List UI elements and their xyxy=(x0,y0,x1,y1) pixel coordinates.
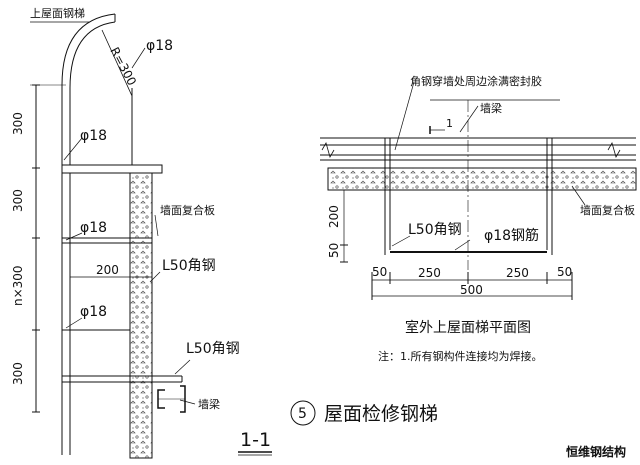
dim-plan-50-right: 50 xyxy=(557,265,572,279)
main-title: 屋面检修钢梯 xyxy=(324,403,438,425)
label-rod-low: φ18 xyxy=(80,304,107,320)
section-view xyxy=(30,13,196,459)
label-radius: R=300 xyxy=(107,45,139,88)
dim-plan-250-left: 250 xyxy=(418,266,441,280)
ladder-inner-rail xyxy=(69,21,116,455)
dim-plan-250-right: 250 xyxy=(506,266,529,280)
dim-step-n: n×300 xyxy=(11,265,25,306)
label-angle-plan: L50角钢 xyxy=(408,222,462,238)
label-rod-mid: φ18 xyxy=(80,220,107,236)
label-top-ladder: 上屋面钢梯 xyxy=(30,7,85,20)
label-angle-low: L50角钢 xyxy=(186,341,240,357)
label-angle-mid: L50角钢 xyxy=(162,258,216,274)
dim-step1: 300 xyxy=(11,112,25,135)
dim-plan-50-vertical: 50 xyxy=(327,243,341,258)
label-wall-beam-plan: 墙梁 xyxy=(480,101,502,115)
roof-slab xyxy=(61,164,163,174)
dim-plan-50-left: 50 xyxy=(372,265,387,279)
plan-note: 注：1.所有钢构件连接均为焊接。 xyxy=(378,349,543,363)
label-wall-beam-left: 墙梁 xyxy=(198,397,220,411)
label-rod-top: φ18 xyxy=(146,38,173,54)
label-rebar-plan: φ18钢筋 xyxy=(484,227,539,244)
dim-plan-200: 200 xyxy=(327,205,341,228)
label-cut-mark: 1 xyxy=(446,117,453,130)
dim-step-bottom: 300 xyxy=(11,362,25,385)
label-sealant-note: 角钢穿墙处周边涂满密封胶 xyxy=(410,74,542,88)
wall-column xyxy=(129,172,153,459)
dim-step2: 300 xyxy=(11,189,25,212)
label-wall-panel-left: 墙面复合板 xyxy=(160,203,215,217)
section-mark: 1-1 xyxy=(240,429,271,451)
dim-plan-500: 500 xyxy=(460,283,483,297)
label-rod-mid-upper: φ18 xyxy=(80,128,107,144)
title-number: 5 xyxy=(298,406,307,422)
label-wall-panel-plan: 墙面复合板 xyxy=(580,203,635,217)
plan-wall-panel xyxy=(327,167,637,191)
watermark: 恒维钢结构 xyxy=(566,444,626,459)
plan-title: 室外上屋面梯平面图 xyxy=(405,319,531,336)
ladder-outer-rail xyxy=(61,13,116,455)
plan-view xyxy=(320,81,637,300)
title-number-circle xyxy=(290,400,316,426)
dim-horizontal-200: 200 xyxy=(96,263,119,277)
